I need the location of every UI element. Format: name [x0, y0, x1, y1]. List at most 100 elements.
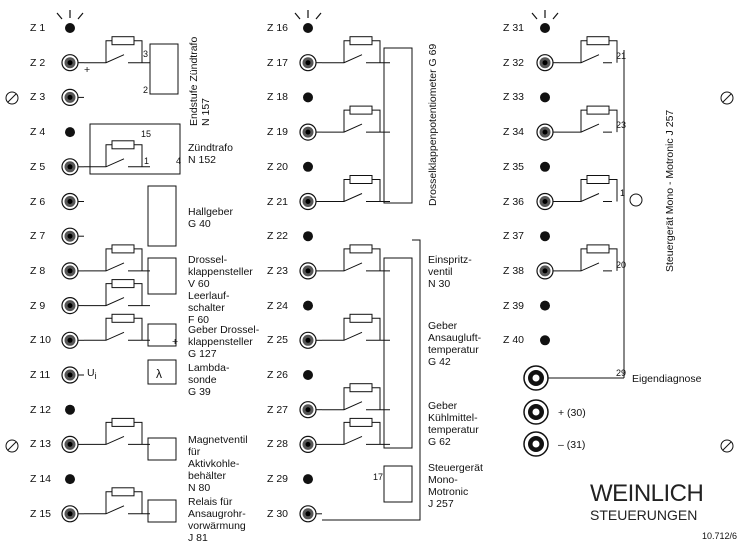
terminal-z31 [540, 23, 550, 33]
terminal-z30[interactable] [299, 505, 322, 523]
jack-socket-icon[interactable] [523, 431, 549, 457]
terminal-z3[interactable] [61, 88, 84, 107]
pin-23: 23 [616, 120, 627, 130]
wire-layer [84, 36, 625, 523]
switch-symbol [322, 313, 390, 341]
terminal-label: Z 28 [267, 438, 289, 451]
terminal-label: Z 35 [503, 160, 525, 173]
terminal-z17[interactable] [299, 54, 322, 72]
led-rays-icon [531, 10, 559, 20]
terminal-z26 [303, 370, 313, 380]
switch-symbol [559, 105, 618, 133]
terminal-label: Z 12 [30, 403, 52, 416]
terminal-z32[interactable] [536, 54, 559, 72]
pin-2: 2 [143, 85, 149, 95]
terminal-z38[interactable] [536, 262, 559, 280]
switch-symbol [322, 105, 390, 133]
screw-icon [720, 439, 734, 453]
potentiometer-label: Drosselklappenpotentiometer G 69 [427, 43, 439, 206]
terminal-label: Z 27 [267, 403, 289, 416]
screw-icon [5, 91, 19, 105]
jack-socket-icon[interactable] [523, 399, 549, 425]
terminal-z10[interactable] [61, 331, 84, 349]
switch-symbol [84, 36, 150, 64]
terminal-label: Z 22 [267, 230, 289, 243]
terminal-z20 [303, 161, 313, 172]
terminal-z11[interactable] [61, 366, 84, 384]
terminal-z23[interactable] [299, 262, 322, 280]
switch-symbol [84, 487, 150, 515]
terminal-z9[interactable] [61, 297, 84, 315]
switch-symbol [322, 36, 390, 64]
switch-symbol [322, 175, 390, 202]
terminal-label: Z 16 [267, 22, 289, 34]
terminal-z34[interactable] [536, 123, 559, 141]
terminal-z8[interactable] [61, 262, 84, 280]
terminal-z22 [303, 231, 313, 242]
terminal-z15[interactable] [61, 505, 84, 523]
pin-21: 21 [616, 51, 627, 61]
terminal-z27[interactable] [299, 401, 322, 419]
switch-symbol [84, 244, 150, 272]
plus30-label: + (30) [558, 407, 586, 419]
terminal-label: Z 11 [30, 369, 51, 381]
terminal-label: Z 31 [503, 22, 525, 34]
terminal-label: Z 2 [30, 56, 46, 69]
terminal-layer [5, 10, 734, 523]
terminal-z19[interactable] [299, 123, 322, 141]
terminal-label: Z 30 [267, 507, 289, 520]
terminal-z36[interactable] [536, 192, 559, 211]
jack-socket-icon[interactable] [523, 365, 549, 391]
terminal-label: Z 10 [30, 334, 52, 347]
terminal-z35 [540, 161, 550, 172]
eigendiagnose-label: Eigendiagnose [632, 373, 702, 385]
terminal-z1 [65, 23, 75, 33]
terminal-z2[interactable] [61, 54, 84, 72]
ground-bus [322, 239, 421, 521]
lambda-mark: λ [156, 367, 162, 381]
terminal-z12 [65, 404, 75, 415]
switch-symbol [322, 383, 390, 411]
steuergeraet-symbol-icon [629, 193, 643, 207]
plus-mark-z2: + [84, 64, 91, 76]
terminal-label: Z 1 [30, 22, 46, 34]
terminal-label: Z 40 [503, 334, 525, 347]
switch-symbol [322, 417, 390, 445]
endstufe-box [149, 43, 179, 95]
terminal-label: Z 4 [30, 126, 46, 139]
ui-mark: Ui [87, 367, 97, 382]
terminal-z4 [65, 127, 75, 138]
terminal-label: Z 9 [30, 299, 46, 312]
terminal-z40 [540, 335, 550, 346]
magnetventil-box [147, 437, 177, 461]
pin-29: 29 [616, 368, 627, 378]
geber-drossel-box [147, 323, 177, 347]
steuergeraet-bus-label: Steuergerät Mono - Motronic J 257 [664, 109, 676, 272]
terminal-z7[interactable] [61, 227, 84, 245]
terminal-z6[interactable] [61, 192, 84, 211]
terminal-z25[interactable] [299, 331, 322, 349]
terminal-label: Z 36 [503, 195, 525, 208]
pin-1b: 1 [620, 188, 626, 198]
pin-20: 20 [616, 260, 627, 270]
pin-1a: 1 [144, 156, 150, 166]
terminal-z5[interactable] [61, 158, 84, 176]
terminal-z28[interactable] [299, 435, 322, 453]
terminal-label: Z 23 [267, 264, 289, 277]
switch-symbol [559, 175, 618, 202]
led-rays-icon [56, 10, 84, 20]
terminal-label: Z 29 [267, 473, 289, 486]
terminal-z21[interactable] [299, 192, 322, 211]
terminal-z33 [540, 92, 550, 103]
lambdasonde-box [147, 359, 177, 385]
switch-symbol [84, 279, 150, 307]
terminal-z13[interactable] [61, 435, 84, 453]
